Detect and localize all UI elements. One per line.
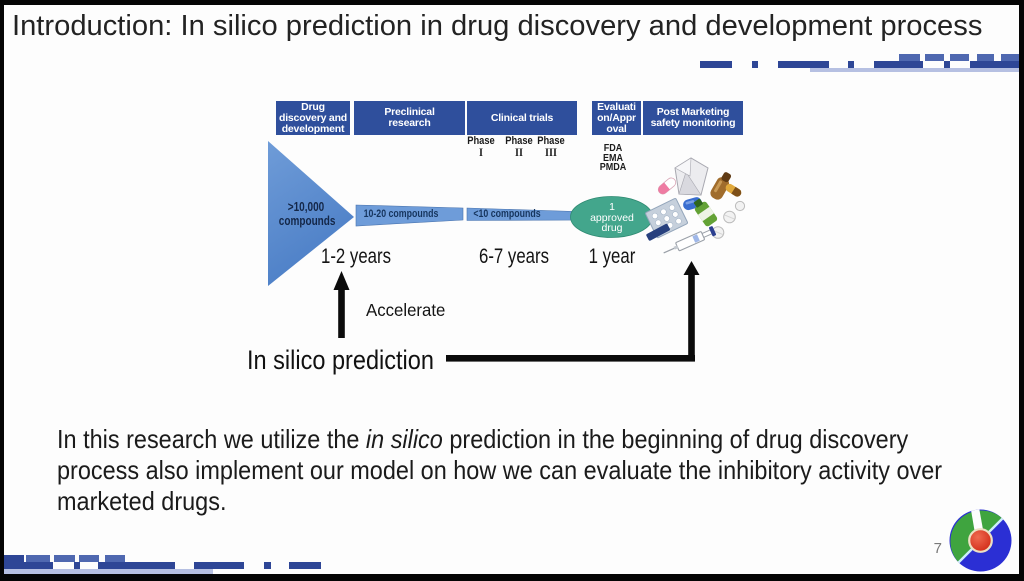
decor-block-dark	[194, 562, 244, 569]
accelerate-label: Accelerate	[366, 300, 446, 320]
video-frame-top	[0, 0, 1024, 5]
body-paragraph: In this research we utilize the in silic…	[57, 424, 1024, 516]
stage-box-evaluation: Evaluati on/Appr oval	[592, 101, 641, 135]
page-number: 7	[933, 540, 942, 557]
decor-block-light	[26, 555, 50, 562]
decor-block-dark	[289, 562, 321, 569]
decor-block-light	[925, 54, 944, 61]
decor-block-dark	[74, 562, 80, 569]
blister-pack-icon	[645, 198, 688, 239]
video-frame-right	[1019, 0, 1024, 581]
syringe-plunger-icon	[646, 223, 670, 241]
decor-block-light	[899, 54, 920, 61]
syringe-icon	[663, 226, 717, 254]
stage-box-post-marketing: Post Marketing safety monitoring	[643, 101, 743, 135]
video-frame-bottom	[0, 574, 1024, 581]
decor-block-light	[54, 555, 75, 562]
yellow-capsule-icon	[725, 183, 742, 197]
bar-label-10-compounds: <10 compounds	[473, 208, 541, 220]
bar-label-10-20-compounds: 10-20 compounds	[363, 208, 439, 220]
decor-block-dark	[264, 562, 271, 569]
company-logo-icon	[949, 509, 1012, 572]
duration-1-year: 1 year	[588, 245, 636, 268]
agencies-list: FDA EMA PMDA	[599, 143, 627, 174]
decor-block-dark	[944, 61, 950, 68]
phase-1-label: Phase I	[467, 135, 495, 159]
phase-3-label: Phase III	[537, 135, 565, 159]
insilico-prediction-label: In silico prediction	[247, 345, 434, 375]
phase-2-label: Phase II	[504, 135, 533, 159]
medications-icons	[645, 157, 746, 254]
decor-block-dark	[98, 562, 175, 569]
decor-block-dark	[874, 61, 923, 68]
body-line-2: process also implement our model on how …	[57, 454, 943, 485]
up-arrow-left-icon	[333, 271, 350, 338]
body-line-1: In this research we utilize the in silic…	[57, 424, 909, 454]
body-line-3: marketed drugs.	[57, 485, 227, 516]
approved-drug-label: 1 approved drug	[590, 200, 634, 235]
duration-6-7-years: 6-7 years	[478, 245, 550, 268]
tablet-icons	[711, 200, 746, 239]
decor-block-dark	[4, 562, 53, 569]
decor-block-dark	[848, 61, 854, 68]
funnel-shape	[268, 141, 354, 286]
insilico-connector-arrow-icon	[446, 261, 700, 362]
decor-bar-lavender	[4, 568, 213, 574]
green-bottle-icon	[693, 198, 718, 227]
stage-box-preclinical: Preclinical research	[354, 101, 465, 135]
decor-block-dark	[778, 61, 829, 68]
decor-block-dark	[4, 555, 24, 562]
duration-1-2-years: 1-2 years	[320, 245, 392, 268]
taper-bar-1	[355, 204, 464, 227]
powder-packet-icon	[674, 157, 709, 196]
pink-capsule-icon	[657, 177, 677, 195]
slide-title: Introduction: In silico prediction in dr…	[12, 10, 983, 42]
decor-block-light	[105, 555, 125, 562]
decor-bar-lavender	[810, 67, 1019, 72]
decor-block-light	[79, 555, 99, 562]
ampoule-icon	[710, 172, 732, 200]
video-frame-left	[0, 0, 4, 581]
decor-block-dark	[970, 61, 1019, 68]
stage-box-drug-discovery: Drug discovery and development	[276, 101, 350, 135]
decor-block-dark	[700, 61, 732, 68]
decor-block-dark	[752, 61, 758, 68]
stage-box-clinical-trials: Clinical trials	[467, 101, 577, 135]
decor-block-light	[1001, 54, 1019, 61]
decor-block-light	[977, 54, 994, 61]
decor-block-light	[950, 54, 969, 61]
funnel-label: >10,000 compounds	[278, 200, 336, 228]
